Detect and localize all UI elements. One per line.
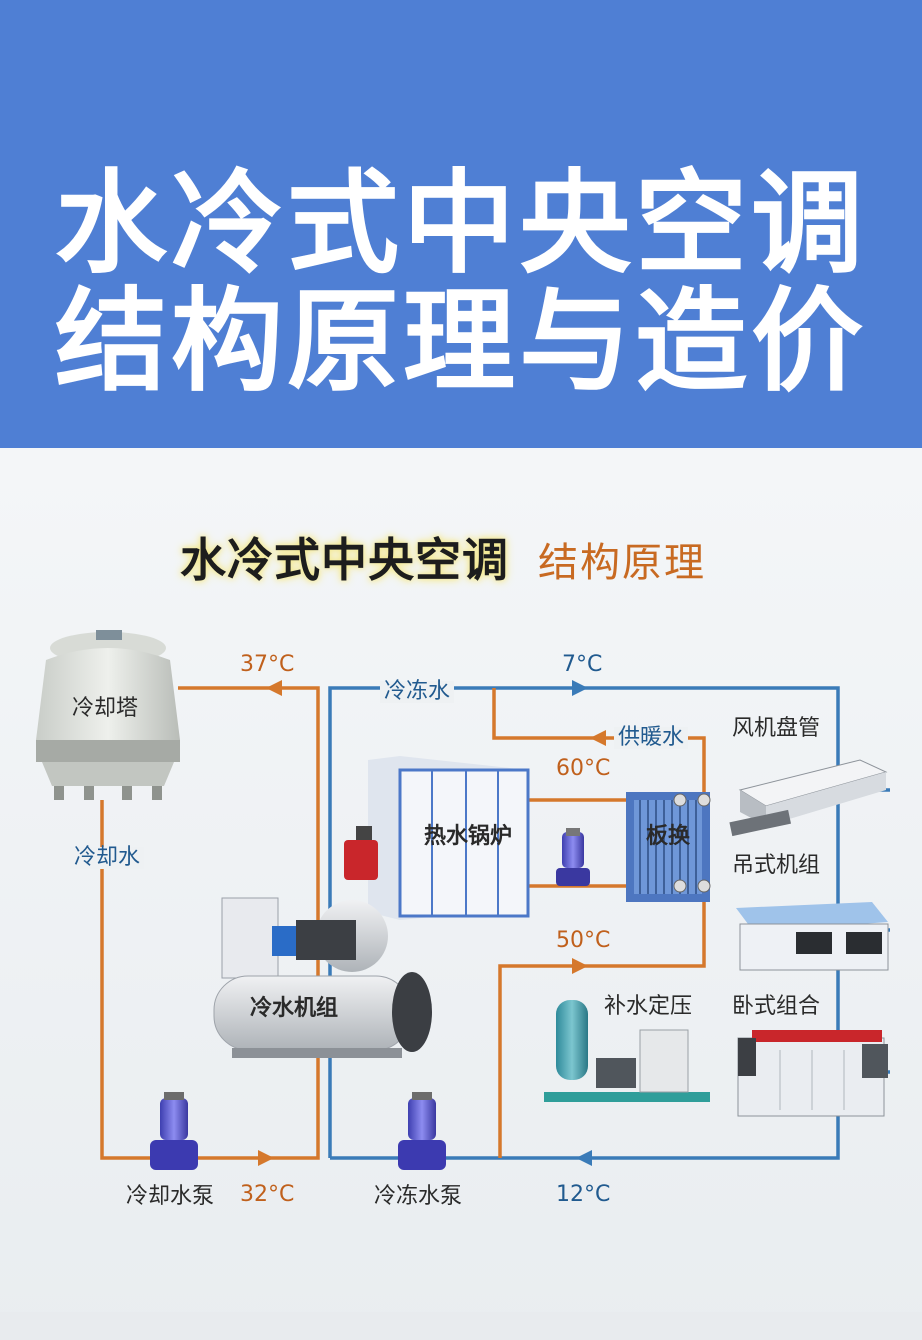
plate-heat-exchanger (626, 792, 711, 902)
banner-title-line-2: 结构原理与造价 (55, 277, 867, 407)
flow-arrow-37 (266, 680, 282, 696)
label-ceiling-unit: 吊式机组 (732, 853, 821, 878)
label-cooling-tower: 冷却塔 (72, 696, 139, 721)
chilled-water-pump (398, 1092, 446, 1170)
label-heating-water: 供暖水 (614, 727, 689, 749)
heating-pump (556, 828, 590, 886)
cooling-tower (36, 630, 180, 800)
bottom-bar (0, 1312, 922, 1340)
flow-arrow-50 (572, 958, 588, 974)
banner-title-line-1: 水冷式中央空调 (55, 159, 867, 289)
makeup-pressure-unit (544, 1000, 710, 1102)
label-chilled-water: 冷冻水 (380, 681, 455, 703)
label-cooling-water: 冷却水 (70, 847, 145, 869)
label-temp-37: 37°C (240, 652, 295, 677)
label-temp-12: 12°C (556, 1182, 611, 1207)
label-cooling-pump: 冷却水泵 (126, 1184, 215, 1209)
chiller-unit (213, 897, 432, 1058)
label-makeup-pressure: 补水定压 (604, 994, 693, 1019)
flow-arrow-7 (572, 680, 588, 696)
label-plate-exchanger: 板换 (646, 824, 691, 849)
flow-arrow-32 (258, 1150, 274, 1166)
label-temp-7: 7°C (562, 652, 603, 677)
ceiling-unit (736, 902, 889, 971)
diagram-subtitle: 结构原理 (538, 540, 706, 586)
label-temp-32: 32°C (240, 1182, 295, 1207)
label-chilled-pump: 冷冻水泵 (374, 1184, 463, 1209)
label-horizontal-unit: 卧式组合 (732, 994, 821, 1019)
label-chiller: 冷水机组 (250, 996, 339, 1021)
flow-arrow-12 (576, 1150, 592, 1166)
title-banner: 水冷式中央空调 结构原理与造价 (0, 0, 922, 448)
diagram-title: 水冷式中央空调 (180, 533, 509, 587)
label-fan-coil: 风机盘管 (732, 716, 821, 741)
hot-water-boiler (344, 756, 530, 920)
label-temp-60: 60°C (556, 756, 611, 781)
cooling-water-pump (150, 1092, 198, 1170)
fan-coil-unit (729, 759, 888, 837)
label-temp-50: 50°C (556, 928, 611, 953)
horizontal-combined-unit (737, 1030, 888, 1117)
flow-arrow-heating (590, 730, 606, 746)
label-boiler: 热水锅炉 (424, 824, 513, 849)
